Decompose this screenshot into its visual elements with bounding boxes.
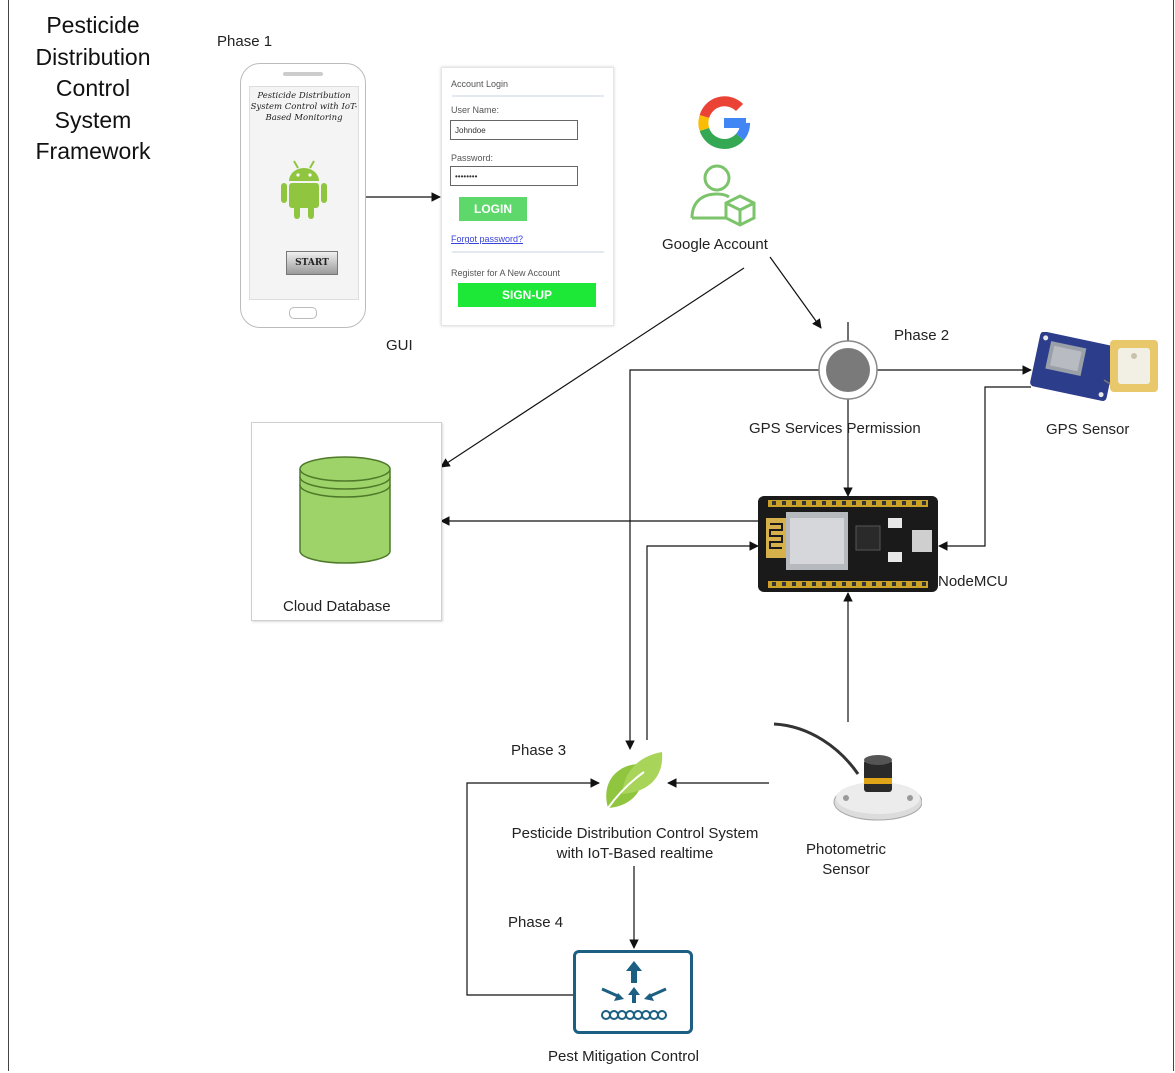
- cloud-database-box: Cloud Database: [251, 422, 442, 621]
- photometric-sensor-image: [773, 722, 922, 821]
- gps-permission-icon: [818, 340, 878, 400]
- account-login-panel: Account Login User Name: Johndoe Passwor…: [441, 67, 614, 326]
- phone-speaker: [283, 72, 323, 76]
- phase-4-label: Phase 4: [508, 914, 564, 931]
- phone-home-button: [289, 307, 317, 319]
- smartphone-mockup: Pesticide Distribution System Control wi…: [240, 63, 366, 328]
- arrow-google-to-database: [440, 267, 745, 468]
- phone-screen: Pesticide Distribution System Control wi…: [249, 86, 359, 300]
- pdcs-label-line-2: with IoT-Based realtime: [556, 845, 714, 862]
- pest-mitigation-box: [573, 950, 693, 1034]
- google-account-label: Google Account: [662, 236, 768, 253]
- pest-mitigation-label: Pest Mitigation Control: [548, 1048, 699, 1065]
- android-icon: [281, 160, 327, 219]
- nodemcu-label: NodeMCU: [938, 573, 1009, 590]
- arrow-google-to-gps: [769, 256, 822, 329]
- diagram-title: Pesticide Distribution Control System Fr…: [35, 12, 151, 164]
- phase-3-label: Phase 3: [511, 742, 567, 759]
- app-title: Pesticide Distribution System Control wi…: [250, 91, 358, 123]
- cloud-database-label: Cloud Database: [283, 598, 391, 615]
- phase-2-label: Phase 2: [894, 327, 950, 344]
- pdcs-label-line-1: Pesticide Distribution Control System: [511, 825, 759, 842]
- forgot-password-link[interactable]: Forgot password?: [451, 234, 524, 244]
- photometric-label-line-2: Sensor: [822, 861, 870, 878]
- username-label: User Name:: [451, 105, 500, 115]
- register-text: Register for A New Account: [451, 268, 561, 278]
- password-field[interactable]: ••••••••: [450, 166, 578, 186]
- password-label: Password:: [451, 153, 494, 163]
- arrow-gps-permission-to-leaf: [625, 369, 819, 750]
- username-field[interactable]: Johndoe: [450, 120, 578, 140]
- login-header: Account Login: [451, 79, 509, 89]
- signup-button[interactable]: SIGN-UP: [458, 283, 596, 307]
- gps-sensor-image: [1030, 332, 1158, 402]
- photometric-label: Photometric Sensor: [780, 840, 912, 880]
- photometric-label-line-1: Photometric: [805, 841, 887, 858]
- gps-sensor-label: GPS Sensor: [1046, 421, 1130, 438]
- start-button[interactable]: START: [286, 251, 338, 275]
- google-g-icon: [698, 96, 750, 149]
- gui-label: GUI: [386, 337, 413, 354]
- login-button[interactable]: LOGIN: [459, 197, 527, 221]
- nodemcu-board-image: [758, 496, 938, 592]
- phase-1-label: Phase 1: [217, 33, 273, 50]
- arrow-gps-sensor-to-nodemcu: [938, 386, 1031, 551]
- gps-permission-label: GPS Services Permission: [749, 420, 921, 437]
- database-icon: [299, 456, 391, 564]
- leaf-icon: [606, 752, 663, 809]
- arrow-pest-control-to-leaf: [466, 778, 600, 996]
- pest-control-icon: [601, 961, 667, 1020]
- arrow-leaf-to-nodemcu: [646, 541, 759, 740]
- user-account-icon: [690, 164, 756, 227]
- register-separator: [452, 251, 604, 253]
- pdcs-label: Pesticide Distribution Control System wi…: [480, 824, 790, 864]
- diagram-frame: [8, 0, 1174, 1071]
- login-separator: [452, 95, 604, 97]
